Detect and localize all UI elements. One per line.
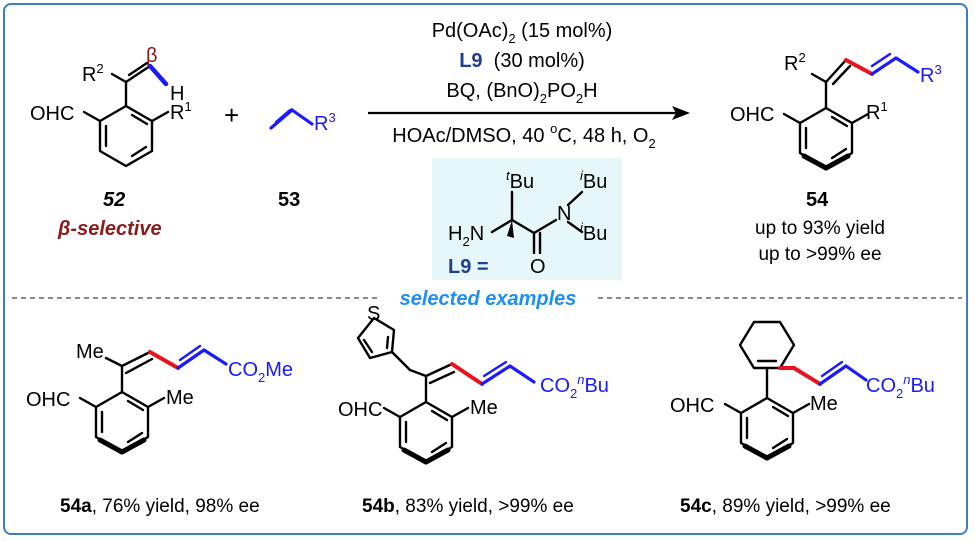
condition-line-3: BQ, (BnO)2PO2H bbox=[446, 80, 597, 106]
ex-54b-me-label: Me bbox=[470, 397, 498, 419]
ex-54b-s-label: S bbox=[367, 303, 380, 325]
product-r3-label: R3 bbox=[920, 62, 942, 87]
compound-53-label: 53 bbox=[278, 189, 300, 211]
ex-54b-ohc-label: OHC bbox=[338, 399, 382, 421]
selected-examples-label: selected examples bbox=[400, 288, 577, 310]
ex-54c-ohc-label: OHC bbox=[670, 395, 714, 417]
ligand-box bbox=[432, 158, 622, 280]
benzene-ring bbox=[98, 104, 154, 168]
product-r2-label: R2 bbox=[784, 50, 806, 75]
r1-label: R1 bbox=[170, 99, 192, 124]
beta-selective-caption: β-selective bbox=[57, 218, 162, 240]
tbu-label: tBu bbox=[506, 168, 534, 193]
example-54b: S CO2nBu OHC Me 54b, 83% yield, >99% ee bbox=[338, 303, 609, 517]
reaction-conditions: Pd(OAc)2 (15 mol%) L9 (30 mol%) BQ, (BnO… bbox=[368, 20, 690, 151]
amide-n-label: N bbox=[557, 203, 571, 225]
compound-52-label: 52 bbox=[103, 189, 125, 211]
ex-54b-ester-label: CO2nBu bbox=[540, 372, 609, 401]
ex-54a-caption: 54a, 76% yield, 98% ee bbox=[60, 496, 260, 517]
product-ee-line: up to >99% ee bbox=[758, 244, 881, 265]
ex-54a-ohc-label: OHC bbox=[26, 389, 70, 411]
ligand-l9: tBu iBu N iBu H2N O L9 = bbox=[432, 158, 622, 280]
ex-54c-caption: 54c, 89% yield, >99% ee bbox=[680, 496, 891, 517]
compound-54-label: 54 bbox=[806, 189, 829, 211]
condition-line-4: HOAc/DMSO, 40 oC, 48 h, O2 bbox=[392, 121, 655, 151]
product-r1-label: R1 bbox=[866, 99, 888, 124]
thiophene-ring bbox=[356, 316, 396, 360]
h-label: H bbox=[170, 83, 184, 105]
example-54c: CO2nBu OHC Me 54c, 89% yield, >99% ee bbox=[670, 320, 935, 517]
ohc-label: OHC bbox=[30, 103, 74, 125]
product-54: R2 R3 OHC R1 54 up to 93% yield up to >9… bbox=[730, 50, 942, 265]
beta-ch-bond bbox=[147, 63, 169, 87]
r3-label: R3 bbox=[314, 110, 336, 135]
example-54a: Me CO2Me OHC Me 54a, 76% yield, 98% ee bbox=[26, 341, 293, 517]
section-divider: selected examples bbox=[12, 288, 962, 310]
ex-54b-caption: 54b, 83% yield, >99% ee bbox=[362, 496, 574, 517]
ex-54a-ester-label: CO2Me bbox=[228, 359, 293, 385]
ex-54a-me2-label: Me bbox=[166, 387, 194, 409]
substrate-52: R2 β H OHC R1 52 β-selective bbox=[30, 45, 192, 240]
reaction-arrow-head bbox=[672, 106, 690, 120]
ex-54a-me-label: Me bbox=[76, 341, 104, 363]
carbonyl-o-label: O bbox=[530, 256, 546, 278]
ligand-name-label: L9 = bbox=[448, 256, 489, 278]
ex-54c-ester-label: CO2nBu bbox=[866, 372, 935, 401]
ibu-label-1: iBu bbox=[580, 168, 607, 193]
condition-line-2: L9 (30 mol%) bbox=[459, 50, 585, 72]
ibu-label-2: iBu bbox=[580, 220, 607, 245]
plus-sign: + bbox=[224, 100, 239, 130]
alkene-53: R3 53 bbox=[269, 108, 336, 211]
beta-label: β bbox=[146, 45, 158, 67]
product-yield-line: up to 93% yield bbox=[755, 218, 885, 239]
product-ohc-label: OHC bbox=[730, 104, 774, 126]
h2n-label: H2N bbox=[448, 223, 484, 249]
ex-54c-me-label: Me bbox=[810, 393, 838, 415]
r2-label: R2 bbox=[82, 61, 104, 86]
condition-line-1: Pd(OAc)2 (15 mol%) bbox=[432, 20, 613, 46]
